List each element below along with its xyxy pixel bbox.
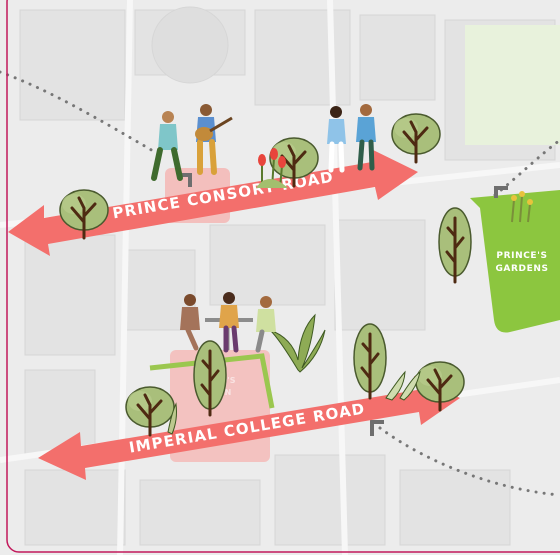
person-icon	[327, 106, 346, 173]
guitar-icon	[195, 116, 233, 141]
princes-gardens[interactable]	[470, 190, 560, 333]
princes-gardens-label-1: PRINCE'S	[496, 251, 547, 261]
green-outline	[149, 353, 275, 409]
princes-gardens-label-2: GARDENS	[495, 264, 548, 274]
road-arrow-bottom	[38, 376, 460, 480]
faded-green-label-1: Q'S	[220, 376, 235, 385]
person-icon	[219, 292, 239, 353]
person-icon	[180, 294, 200, 351]
faded-green-label-2: N	[225, 388, 232, 397]
person-icon	[255, 296, 276, 353]
tulip-icon	[256, 148, 288, 189]
faint-green-area	[465, 25, 560, 145]
person-icon	[151, 111, 183, 181]
road-arrow-top	[8, 148, 418, 256]
map-frame	[6, 0, 560, 553]
tulip-icon	[511, 191, 533, 223]
person-icon	[356, 104, 376, 171]
fern-icon	[167, 313, 421, 435]
